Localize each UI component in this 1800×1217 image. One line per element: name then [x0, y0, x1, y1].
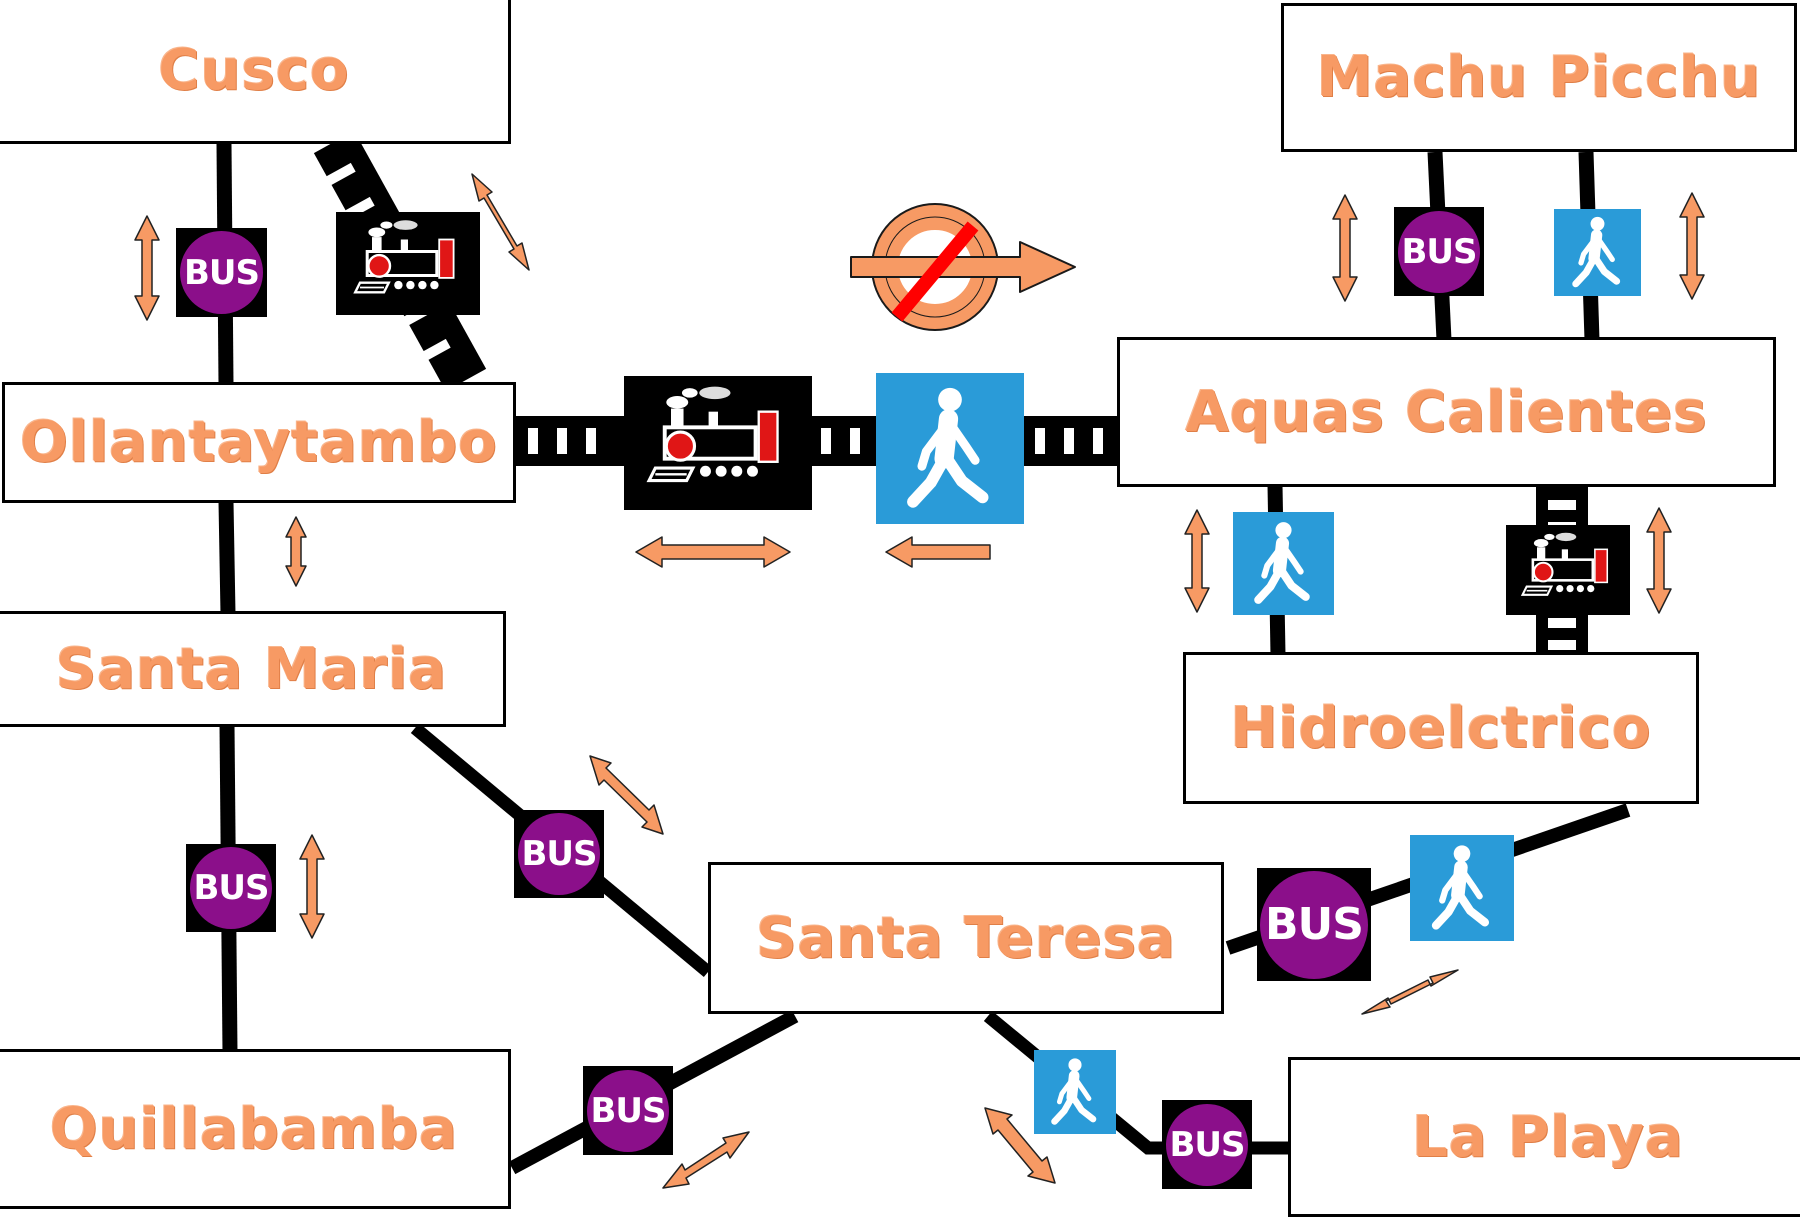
double-arrow-icon	[471, 173, 530, 271]
walking-person-icon	[1034, 1050, 1116, 1134]
double-arrow-icon	[589, 755, 664, 835]
track-ollantaytambo-aquas-calientes-train	[515, 416, 1120, 466]
steam-train-icon	[624, 376, 812, 510]
station-quillabamba: Quillabamba	[0, 1049, 511, 1209]
bus-icon: BUS	[176, 228, 267, 317]
station-la-playa: La Playa	[1288, 1057, 1800, 1217]
station-cusco: Cusco	[0, 0, 511, 144]
bus-label: BUS	[183, 252, 260, 293]
bus-label: BUS	[521, 834, 597, 874]
bus-icon: BUS	[1162, 1100, 1252, 1189]
walking-person-icon	[1410, 835, 1514, 941]
bus-label: BUS	[1169, 1124, 1245, 1165]
bus-label: BUS	[1265, 899, 1364, 950]
double-arrow-icon	[134, 215, 160, 321]
double-arrow-icon	[984, 1107, 1056, 1184]
no-entry-arrow-icon	[850, 203, 1076, 331]
bus-label: BUS	[1401, 231, 1477, 272]
bus-label: BUS	[193, 868, 269, 908]
station-hidroelctrico: Hidroelctrico	[1183, 652, 1699, 804]
station-label: Ollantaytambo	[20, 410, 498, 475]
station-aquas-calientes: Aquas Calientes	[1117, 337, 1776, 487]
station-machu-picchu: Machu Picchu	[1281, 3, 1797, 152]
station-label: Santa Maria	[55, 636, 448, 702]
station-label: La Playa	[1412, 1104, 1684, 1170]
station-label: Hidroelctrico	[1230, 695, 1652, 761]
double-arrow-icon	[1361, 969, 1459, 1015]
station-label: Santa Teresa	[756, 905, 1176, 971]
walking-person-icon	[876, 373, 1024, 524]
double-arrow-icon	[885, 536, 991, 568]
double-arrow-icon	[1184, 509, 1210, 613]
double-arrow-icon	[635, 536, 791, 568]
walking-person-icon	[1233, 512, 1334, 615]
station-santa-maria: Santa Maria	[0, 611, 506, 727]
station-label: Quillabamba	[50, 1096, 458, 1162]
bus-icon: BUS	[1394, 207, 1484, 296]
double-arrow-icon	[285, 516, 307, 587]
double-arrow-icon	[1679, 192, 1705, 300]
bus-icon: BUS	[583, 1066, 673, 1155]
double-arrow-icon	[662, 1131, 750, 1189]
double-arrow-icon	[299, 834, 325, 939]
station-label: Cusco	[158, 38, 350, 103]
steam-train-icon	[336, 212, 480, 315]
bus-icon: BUS	[514, 810, 604, 898]
bus-icon: BUS	[1257, 868, 1371, 981]
steam-train-icon	[1506, 525, 1630, 615]
station-ollantaytambo: Ollantaytambo	[2, 382, 516, 503]
bus-label: BUS	[590, 1090, 666, 1131]
station-santa-teresa: Santa Teresa	[708, 862, 1224, 1014]
walking-person-icon	[1554, 209, 1641, 296]
station-label: Machu Picchu	[1316, 45, 1762, 110]
station-label: Aquas Calientes	[1185, 379, 1708, 445]
double-arrow-icon	[1332, 194, 1358, 302]
double-arrow-icon	[1646, 507, 1672, 614]
bus-icon: BUS	[186, 844, 276, 932]
route-ollantaytambo-santa-maria	[218, 501, 236, 615]
